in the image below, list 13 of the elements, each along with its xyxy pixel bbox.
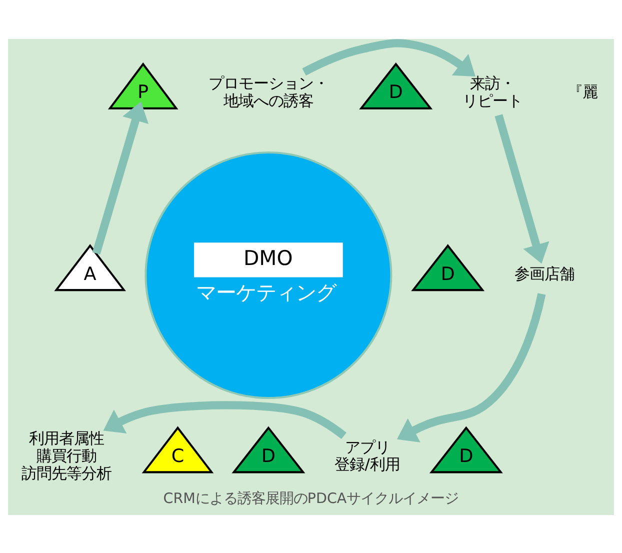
label: 『麗	[567, 82, 598, 101]
arrow	[103, 400, 346, 439]
node-text: 来訪・リピート	[462, 74, 523, 110]
arrow	[302, 38, 476, 76]
node-text: 利用者属性購買行動訪問先等分析	[22, 429, 112, 482]
arrow	[494, 114, 550, 264]
node-circle: DMO マーケティング	[144, 151, 392, 399]
node-text: アプリ登録/利用	[334, 438, 400, 474]
arrow	[92, 101, 149, 254]
caption: CRMによる誘客展開のPDCAサイクルイメージ	[163, 490, 459, 506]
arrow	[396, 292, 546, 442]
node-text: 参画店舗	[514, 264, 575, 282]
node-text: プロモーション・地域への誘客	[208, 74, 328, 110]
